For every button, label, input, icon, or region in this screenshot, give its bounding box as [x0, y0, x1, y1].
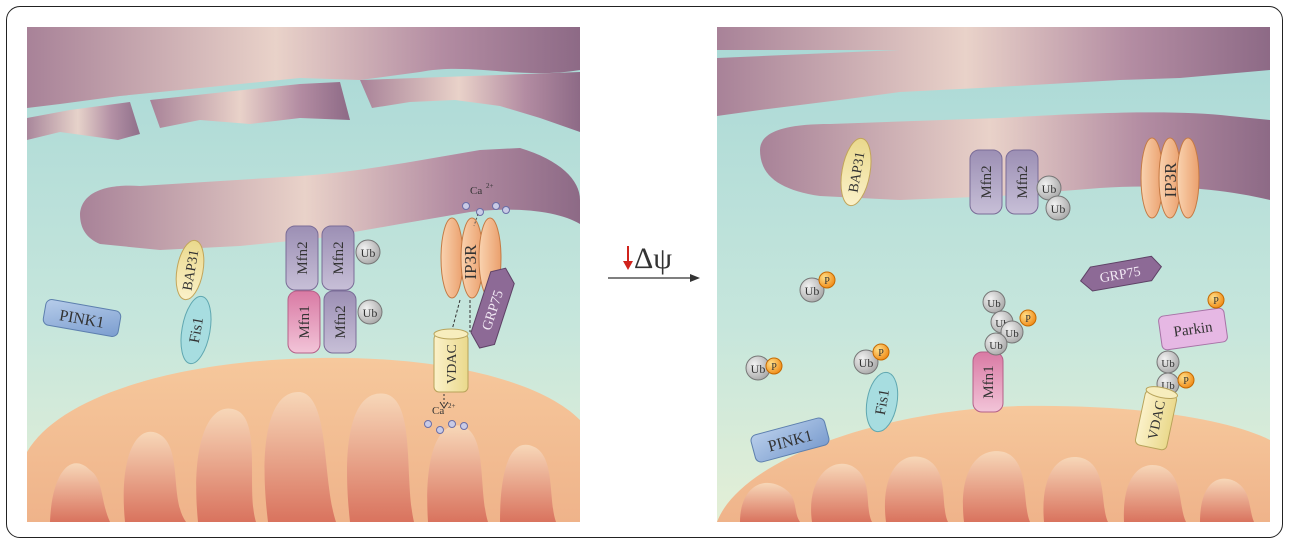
left-ip3r-label: IP3R — [461, 244, 480, 280]
right-ip3r: IP3R — [1141, 138, 1199, 218]
svg-text:P: P — [1183, 376, 1189, 387]
svg-text:Ub: Ub — [363, 306, 378, 320]
right-mfn1: Mfn1 — [973, 352, 1003, 412]
left-vdac: VDAC — [434, 329, 468, 392]
svg-text:Ub: Ub — [751, 362, 766, 376]
delta-psi-label: Δψ — [634, 242, 672, 275]
svg-text:Ub: Ub — [1051, 202, 1066, 216]
delta-psi-transition: Δψ — [608, 242, 700, 282]
right-ub-mfn2-2: Ub — [1046, 196, 1070, 220]
right-ip3r-label: IP3R — [1161, 162, 1180, 198]
svg-text:P: P — [824, 276, 830, 287]
svg-text:Ca: Ca — [432, 405, 444, 417]
right-mfn1-label: Mfn1 — [981, 365, 997, 398]
svg-text:Ub: Ub — [987, 298, 1001, 310]
left-mfn2-bottom-right-label: Mfn2 — [333, 305, 349, 338]
svg-text:Ub: Ub — [1005, 328, 1019, 340]
left-mfn2-top-right-label: Mfn2 — [331, 241, 347, 274]
left-ub-1: Ub — [356, 240, 380, 264]
left-mfn2-top-left: Mfn2 — [286, 226, 318, 290]
svg-text:P: P — [1213, 296, 1219, 307]
mitochondria-er-diagram: PINK1 BAP31 Fis1 Mfn2 Mfn2 Mfn1 Mfn2 Ub … — [0, 0, 1289, 522]
svg-text:Ca: Ca — [470, 185, 482, 197]
svg-text:Ub: Ub — [1161, 358, 1175, 370]
left-mfn1: Mfn1 — [288, 291, 320, 353]
svg-text:P: P — [878, 348, 884, 359]
svg-text:P: P — [1025, 314, 1031, 325]
svg-text:Ub: Ub — [805, 284, 820, 298]
left-mfn1-label: Mfn1 — [297, 305, 313, 338]
svg-text:2+: 2+ — [486, 182, 494, 190]
svg-text:P: P — [771, 362, 777, 373]
svg-text:2+: 2+ — [448, 402, 456, 410]
left-mfn2-top-left-label: Mfn2 — [295, 241, 311, 274]
left-ub-2: Ub — [358, 300, 382, 324]
svg-text:Ub: Ub — [989, 340, 1003, 352]
svg-text:Ub: Ub — [361, 246, 376, 260]
left-mfn2-bottom-right: Mfn2 — [324, 291, 356, 353]
svg-text:Ub: Ub — [1042, 182, 1057, 196]
svg-text:Ub: Ub — [859, 356, 874, 370]
right-mfn2-b-label: Mfn2 — [1015, 165, 1031, 198]
right-mfn2-b: Mfn2 — [1006, 150, 1038, 214]
right-mfn2-a: Mfn2 — [970, 150, 1002, 214]
left-vdac-label: VDAC — [445, 344, 460, 384]
left-mfn2-top-right: Mfn2 — [322, 226, 354, 290]
right-mfn2-a-label: Mfn2 — [979, 165, 995, 198]
